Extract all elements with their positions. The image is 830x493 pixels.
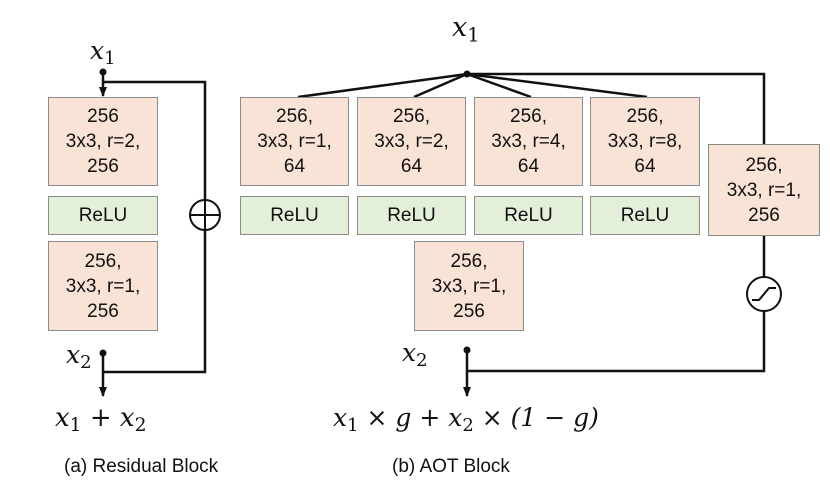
aot-fan-line-3 bbox=[466, 72, 532, 99]
res-conv-1: 256 3x3, r=2, 256 bbox=[48, 97, 158, 186]
aot-fan-line-1 bbox=[297, 72, 468, 99]
sigmoid-icon bbox=[746, 276, 782, 312]
aot-fan-line-4 bbox=[466, 72, 648, 99]
res-output-formula: x1 + x2 bbox=[55, 403, 147, 437]
aot-branch-relu-1: ReLU bbox=[240, 196, 349, 235]
aot-mid-dot bbox=[463, 346, 471, 354]
res-mid-dot bbox=[99, 349, 107, 357]
aot-branch-conv-2: 256, 3x3, r=2, 64 bbox=[357, 97, 466, 186]
add-icon bbox=[189, 199, 221, 231]
aot-branch-conv-3: 256, 3x3, r=4, 64 bbox=[474, 97, 583, 186]
aot-mid-label: x2 bbox=[402, 338, 428, 372]
res-input-dot bbox=[99, 68, 107, 76]
res-mid-label: x2 bbox=[66, 340, 92, 374]
aot-caption: (b) AOT Block bbox=[392, 456, 510, 477]
aot-branch-relu-4: ReLU bbox=[590, 196, 700, 235]
aot-branch-relu-2: ReLU bbox=[357, 196, 466, 235]
aot-branch-conv-4: 256, 3x3, r=8, 64 bbox=[590, 97, 700, 186]
res-caption: (a) Residual Block bbox=[64, 456, 219, 477]
res-relu: ReLU bbox=[48, 196, 158, 235]
aot-gate-line bbox=[467, 72, 766, 144]
aot-fuse-conv: 256, 3x3, r=1, 256 bbox=[414, 241, 524, 331]
aot-output-formula: x1 × g + x2 × (1 − g) bbox=[333, 403, 599, 437]
aot-branch-relu-3: ReLU bbox=[474, 196, 583, 235]
res-input-label: x1 bbox=[90, 36, 116, 70]
aot-fan-line-2 bbox=[413, 72, 468, 99]
aot-input-label: x1 bbox=[452, 12, 480, 47]
aot-input-dot bbox=[463, 70, 471, 78]
aot-gate-return-line bbox=[467, 311, 766, 373]
res-conv-2: 256, 3x3, r=1, 256 bbox=[48, 241, 158, 331]
aot-gate-conv: 256, 3x3, r=1, 256 bbox=[708, 144, 820, 236]
aot-branch-conv-1: 256, 3x3, r=1, 64 bbox=[240, 97, 349, 186]
